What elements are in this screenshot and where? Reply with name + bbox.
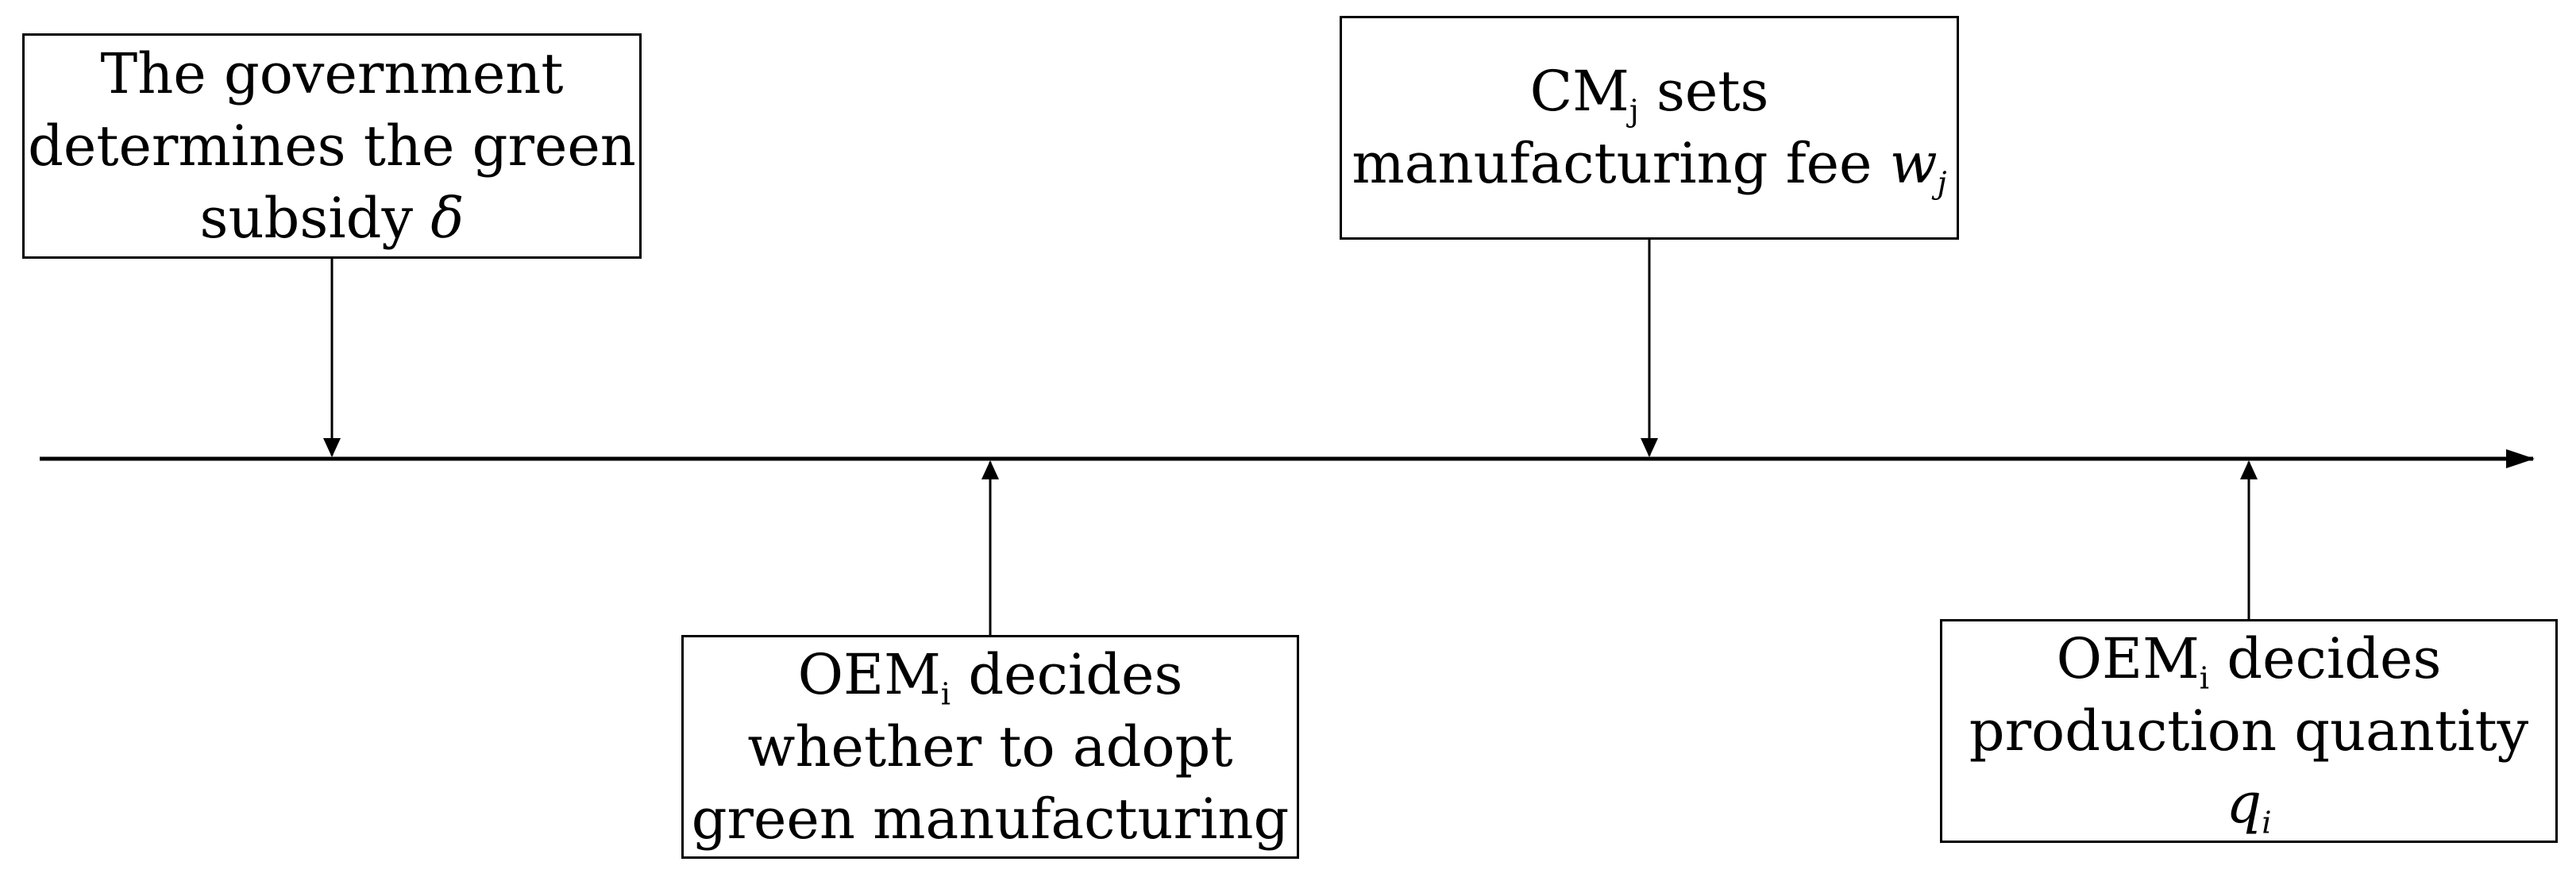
oem-green-line-3: green manufacturing bbox=[692, 783, 1290, 856]
oem-green-line-2: whether to adopt bbox=[748, 711, 1233, 783]
oem-qty-line-2-text: production quantity bbox=[1969, 698, 2529, 764]
oem-qty-line-1: OEMi decides bbox=[2057, 623, 2442, 695]
oem-green-subscript: i bbox=[940, 675, 951, 712]
government-line-1-text: The government bbox=[100, 40, 564, 106]
government-line-2-text: determines the green bbox=[28, 113, 636, 179]
government-subsidy-box: The government determines the green subs… bbox=[22, 33, 642, 259]
government-line-1: The government bbox=[101, 38, 564, 110]
oem-green-line-2-text: whether to adopt bbox=[747, 714, 1233, 779]
oem-quantity-decision-box: OEMi decides production quantity qi bbox=[1940, 619, 2558, 843]
cm-line-1-rest: sets bbox=[1638, 59, 1769, 124]
quantity-symbol: q bbox=[2226, 770, 2262, 836]
oem-qty-line-1-rest: decides bbox=[2209, 625, 2442, 691]
cm-line-1: CMj sets bbox=[1530, 56, 1769, 128]
fee-subscript: j bbox=[1937, 165, 1947, 202]
oem-green-decision-box: OEMi decides whether to adopt green manu… bbox=[681, 635, 1299, 859]
oem-green-label: OEM bbox=[797, 641, 941, 707]
cm-line-2-text: manufacturing fee bbox=[1352, 131, 1890, 196]
subsidy-symbol: δ bbox=[430, 185, 465, 251]
cm-label: CM bbox=[1529, 59, 1629, 124]
government-line-3: subsidy δ bbox=[200, 183, 465, 255]
oem-qty-line-2: production quantity bbox=[1969, 695, 2528, 768]
cm-manufacturing-fee-box: CMj sets manufacturing fee wj bbox=[1340, 16, 1959, 240]
oem-qty-line-3: qi bbox=[2226, 768, 2271, 840]
oem-qty-label: OEM bbox=[2056, 625, 2200, 691]
quantity-subscript: i bbox=[2262, 804, 2272, 841]
government-line-2: determines the green bbox=[28, 110, 636, 183]
oem-qty-subscript: i bbox=[2199, 660, 2210, 696]
fee-symbol: w bbox=[1889, 131, 1938, 196]
oem-green-line-1: OEMi decides bbox=[798, 639, 1183, 711]
cm-line-2: manufacturing fee wj bbox=[1352, 128, 1946, 200]
oem-green-line-1-rest: decides bbox=[951, 641, 1183, 707]
government-line-3-text: subsidy bbox=[199, 185, 431, 251]
cm-subscript: j bbox=[1629, 93, 1639, 129]
oem-green-line-3-text: green manufacturing bbox=[691, 786, 1290, 852]
